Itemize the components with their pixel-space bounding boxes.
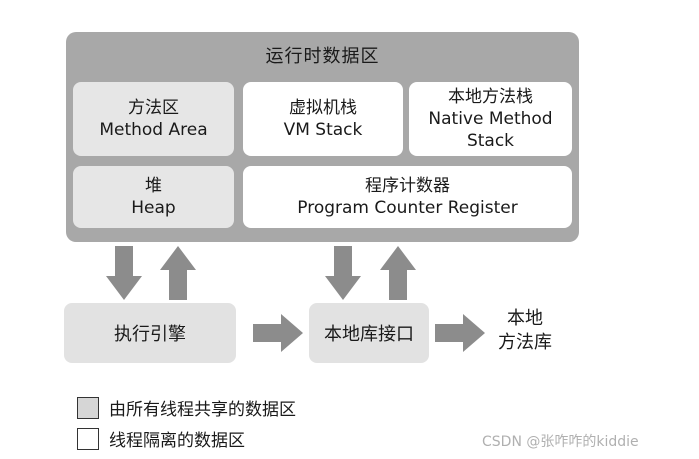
- heap-zh: 堆: [145, 176, 162, 196]
- native-method-stack-box: 本地方法栈 Native Method Stack: [409, 82, 572, 156]
- native-library-line2: 方法库: [498, 332, 552, 353]
- pc-register-zh: 程序计数器: [365, 176, 450, 196]
- vm-stack-zh: 虚拟机栈: [289, 98, 357, 118]
- legend-isolated-swatch: [77, 427, 99, 450]
- heap-box: 堆 Heap: [73, 166, 234, 228]
- pc-register-box: 程序计数器 Program Counter Register: [243, 166, 572, 228]
- arrow-interface-to-library: [435, 314, 485, 352]
- arrow-up-from-native-interface: [380, 246, 416, 300]
- native-library-line1: 本地: [507, 308, 543, 329]
- method-area-en: Method Area: [99, 120, 208, 140]
- method-area-box: 方法区 Method Area: [73, 82, 234, 156]
- method-area-zh: 方法区: [128, 98, 179, 118]
- runtime-data-area: 运行时数据区 方法区 Method Area 虚拟机栈 VM Stack 本地方…: [66, 32, 579, 242]
- arrow-down-to-native-interface: [325, 246, 361, 300]
- heap-en: Heap: [131, 198, 176, 218]
- native-interface-box: 本地库接口: [309, 303, 429, 363]
- pc-register-en: Program Counter Register: [297, 198, 518, 218]
- runtime-data-area-title: 运行时数据区: [265, 46, 380, 67]
- execution-engine-label: 执行引擎: [114, 324, 186, 345]
- arrow-down-to-engine: [106, 246, 142, 300]
- legend-shared: 由所有线程共享的数据区: [77, 395, 296, 420]
- legend-isolated: 线程隔离的数据区: [77, 426, 245, 451]
- legend-shared-swatch: [77, 396, 99, 419]
- legend-isolated-label: 线程隔离的数据区: [109, 431, 245, 451]
- execution-engine-box: 执行引擎: [64, 303, 236, 363]
- native-method-stack-en-2: Stack: [466, 131, 515, 151]
- arrow-engine-to-interface: [253, 314, 303, 352]
- legend-shared-label: 由所有线程共享的数据区: [109, 400, 296, 420]
- vm-stack-en: VM Stack: [283, 120, 363, 140]
- vm-stack-box: 虚拟机栈 VM Stack: [243, 82, 403, 156]
- watermark: CSDN @张咋咋的kiddie: [482, 434, 639, 450]
- native-interface-label: 本地库接口: [324, 324, 414, 345]
- native-library-label: 本地 方法库: [489, 307, 561, 355]
- native-method-stack-zh: 本地方法栈: [448, 87, 533, 107]
- arrow-up-from-engine: [160, 246, 196, 300]
- native-method-stack-en-1: Native Method: [428, 109, 553, 129]
